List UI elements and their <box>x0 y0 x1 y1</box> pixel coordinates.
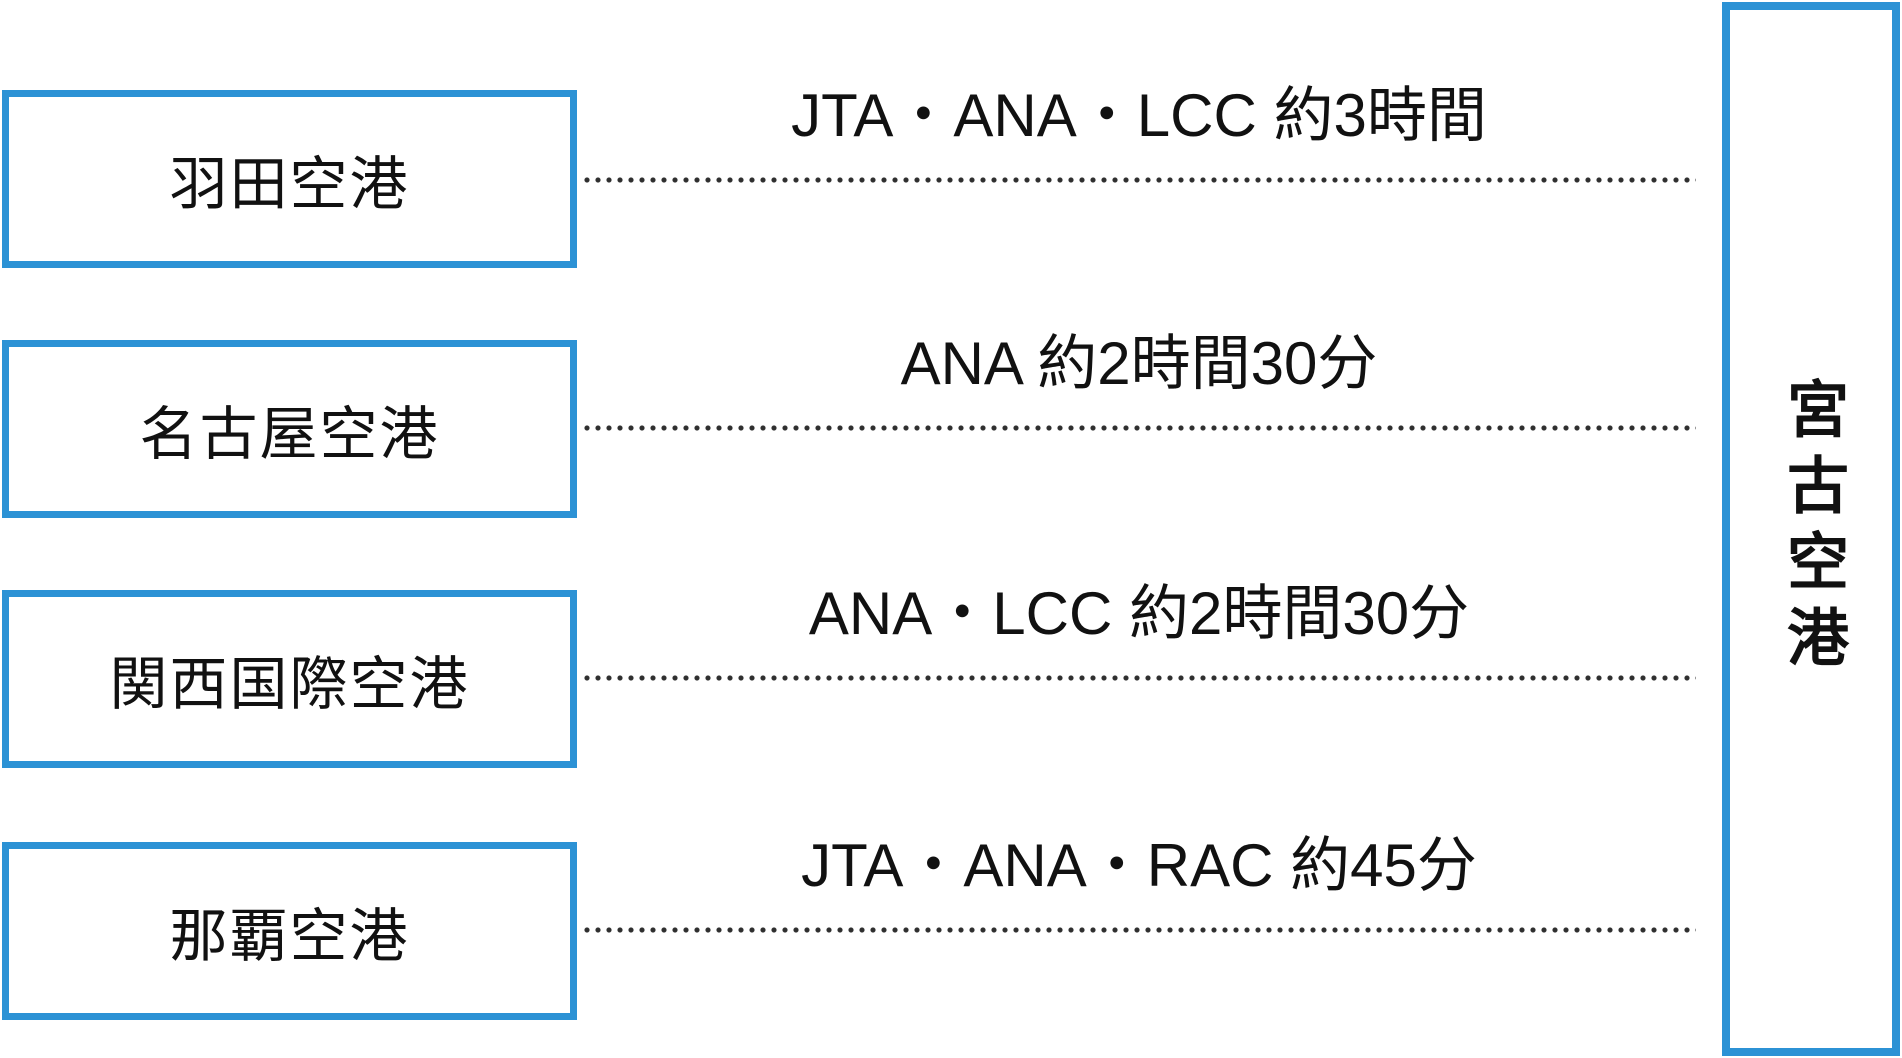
origin-label-kansai: 関西国際空港 <box>109 652 470 717</box>
route-dotted-line-kansai <box>584 675 1696 681</box>
origin-box-nagoya: 名古屋空港 <box>2 340 577 518</box>
route-info-naha: JTA・ANA・RAC 約45分 <box>801 832 1477 899</box>
route-dotted-line-naha <box>584 927 1696 933</box>
route-info-haneda: JTA・ANA・LCC 約3時間 <box>791 82 1487 149</box>
route-dotted-line-haneda <box>584 177 1696 183</box>
destination-label-miyako: 宮古空港 <box>1777 377 1846 681</box>
origin-label-nagoya: 名古屋空港 <box>139 402 440 467</box>
origin-box-naha: 那覇空港 <box>2 842 577 1020</box>
route-dotted-line-nagoya <box>584 425 1696 431</box>
route-info-nagoya: ANA 約2時間30分 <box>900 330 1378 397</box>
origin-box-haneda: 羽田空港 <box>2 90 577 268</box>
destination-box-miyako: 宮古空港 <box>1722 2 1900 1056</box>
origin-label-naha: 那覇空港 <box>169 904 410 969</box>
origin-label-haneda: 羽田空港 <box>169 152 410 217</box>
route-info-kansai: ANA・LCC 約2時間30分 <box>808 580 1470 647</box>
origin-box-kansai: 関西国際空港 <box>2 590 577 768</box>
